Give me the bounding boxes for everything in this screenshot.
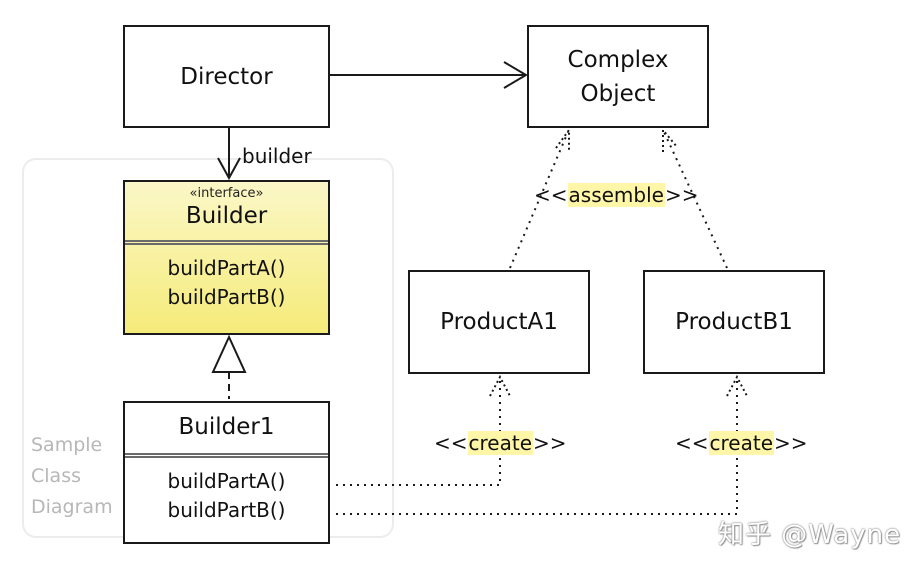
assemble-open-guillemet: << [534,183,568,207]
association-director-builder [217,128,241,181]
builder1-class[interactable]: Builder1 buildPartA() buildPartB() [123,401,330,544]
dependency-builder1-product-b1 [336,374,748,515]
complex-object-class-name: Complex Object [567,46,669,107]
builder1-class-name: Builder1 [125,403,328,458]
product-b1-class[interactable]: ProductB1 [643,270,825,374]
builder-interface-operations: buildPartA() buildPartB() [125,245,328,312]
builder-interface[interactable]: «interface» Builder buildPartA() buildPa… [123,180,330,335]
create-a-stereotype-label: <<create>> [434,430,567,456]
assemble-stereotype-label: <<assemble>> [534,182,698,208]
create-b-open-guillemet: << [675,431,709,455]
operation-build-part-a: buildPartA() [167,256,286,280]
product-a1-class[interactable]: ProductA1 [408,270,590,374]
builder-interface-header: «interface» Builder [125,182,328,245]
interface-stereotype: «interface» [189,186,264,201]
assemble-close-guillemet: >> [664,183,699,207]
product-b1-class-name: ProductB1 [675,309,793,335]
director-class-name: Director [180,63,273,90]
director-class[interactable]: Director [123,25,330,128]
watermark: 知乎 @Wayne [718,520,902,550]
dependency-builder1-product-a1 [336,374,511,486]
complex-object-class[interactable]: Complex Object [527,25,709,128]
diagram-frame-label: Sample Class Diagram [31,434,113,518]
operation-build-part-b: buildPartB() [167,285,286,309]
dependency-product-a1-complex-object [509,126,570,269]
create-b-close-guillemet: >> [774,431,808,455]
dependency-product-b1-complex-object [662,127,728,269]
create-a-keyword: create [467,431,534,455]
assemble-keyword: assemble [567,183,665,207]
create-b-keyword: create [708,431,775,455]
create-a-close-guillemet: >> [533,431,567,455]
operation-build-part-b: buildPartB() [167,498,286,522]
realization-builder1-builder [211,334,247,399]
association-director-complex-object [330,61,528,89]
create-b-stereotype-label: <<create>> [675,430,808,456]
builder-role-label: builder [242,144,312,168]
builder-interface-name: Builder [185,203,268,229]
product-a1-class-name: ProductA1 [440,309,558,335]
builder1-operations: buildPartA() buildPartB() [125,458,328,525]
operation-build-part-a: buildPartA() [167,469,286,493]
create-a-open-guillemet: << [434,431,468,455]
